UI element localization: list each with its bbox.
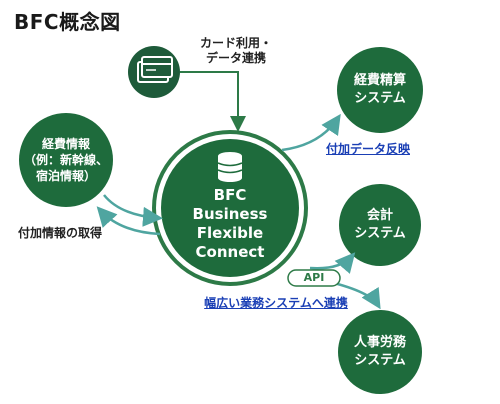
expense-info-line-3: 宿泊情報）: [35, 169, 96, 183]
center-to-expense-arrow: [96, 206, 161, 236]
settlement-line-1: 経費精算: [353, 73, 406, 88]
center-text: BFC Business Flexible Connect: [161, 184, 299, 264]
card-to-center-arrow: [180, 71, 246, 132]
hr-text: 人事労務 システム: [338, 310, 422, 394]
api-label: API: [303, 271, 325, 284]
expense-settlement-text: 経費精算 システム: [337, 47, 423, 133]
center-line-4: Connect: [195, 243, 265, 261]
settlement-line-2: システム: [354, 91, 406, 106]
expense-info-circle: [19, 113, 113, 207]
card-data-label: カード利用・ データ連携: [196, 36, 276, 66]
card-label-line-1: カード利用・: [199, 36, 272, 50]
center-to-settlement-arrow: [281, 113, 341, 152]
hr-circle: [338, 310, 422, 394]
hr-line-2: システム: [354, 353, 406, 368]
center-line-2: Business: [192, 205, 268, 223]
accounting-circle: [339, 184, 421, 266]
expense-info-line-2: （例：新幹線、: [23, 153, 108, 167]
expense-to-center-arrow: [103, 194, 163, 227]
card-label-line-2: データ連携: [205, 51, 266, 65]
accounting-line-2: システム: [354, 226, 406, 241]
integration-link[interactable]: 幅広い業務システムへ連携: [204, 296, 348, 310]
expense-settlement-circle: [337, 47, 423, 133]
database-icon: [217, 152, 243, 182]
hr-line-1: 人事労務: [353, 335, 406, 350]
center-line-3: Flexible: [196, 224, 264, 242]
center-line-1: BFC: [213, 186, 247, 204]
accounting-line-1: 会計: [366, 208, 393, 223]
expense-info-line-1: 経費情報: [41, 137, 90, 151]
api-to-accounting-arrow: [309, 252, 356, 274]
diagram-title: BFC概念図: [14, 10, 121, 34]
credit-card-icon: [137, 56, 173, 83]
additional-info-label: 付加情報の取得: [18, 226, 103, 240]
expense-info-text: 経費情報 （例：新幹線、 宿泊情報）: [19, 113, 113, 207]
additional-data-reflect-link[interactable]: 付加データ反映: [325, 142, 410, 156]
center-inner-circle: [161, 139, 299, 277]
api-pill: [287, 269, 341, 287]
accounting-text: 会計 システム: [339, 184, 421, 266]
card-icon-circle: [128, 46, 180, 98]
